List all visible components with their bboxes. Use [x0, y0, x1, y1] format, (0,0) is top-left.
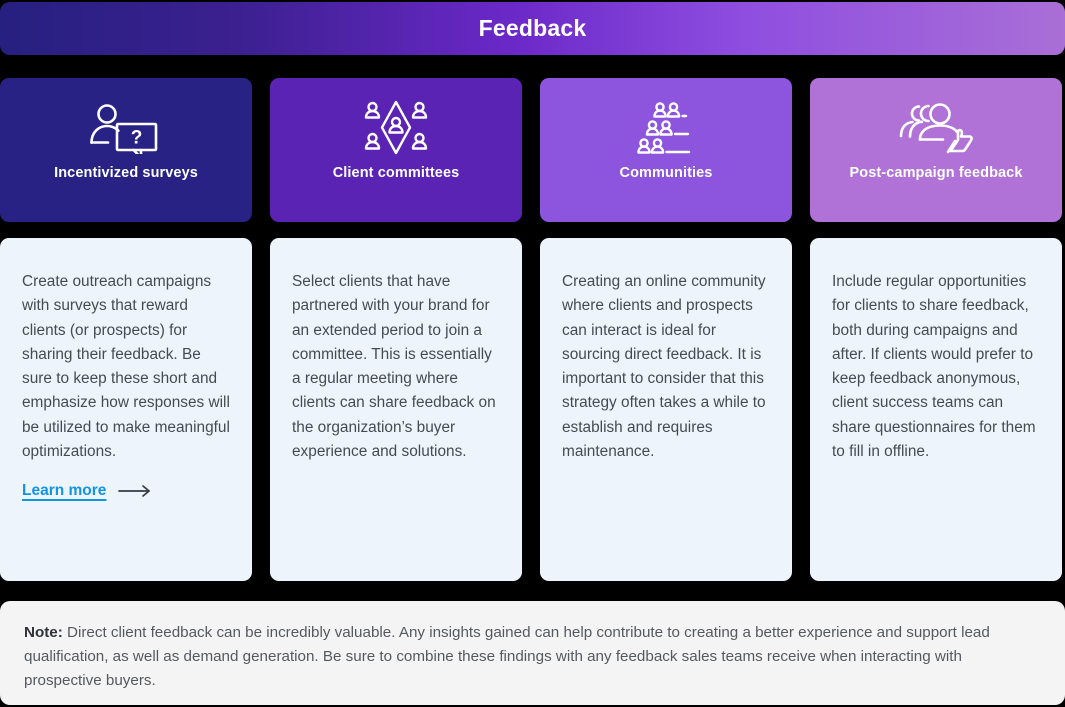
header-banner: Feedback	[0, 2, 1065, 55]
card-title: Client committees	[332, 165, 460, 181]
note-label: Note:	[24, 624, 63, 641]
card-description: Creating an online community where clien…	[562, 273, 766, 461]
svg-text:?: ?	[131, 128, 143, 149]
learn-more-link[interactable]: Learn more	[22, 482, 107, 500]
card-head-post-campaign-feedback[interactable]: Post-campaign feedback	[810, 78, 1062, 222]
note-text: Note: Direct client feedback can be incr…	[24, 621, 1041, 693]
arrow-right-icon	[118, 484, 152, 498]
card-body-client-committees: Select clients that have partnered with …	[270, 238, 522, 581]
learn-more-row[interactable]: Learn more	[22, 482, 230, 500]
card-head-client-committees[interactable]: Client committees	[270, 78, 522, 222]
card-description: Include regular opportunities for client…	[832, 273, 1036, 461]
page-title: Feedback	[478, 15, 587, 41]
card-title: Incentivized surveys	[54, 165, 198, 181]
card-column-client-committees: Client committees Select clients that ha…	[270, 78, 522, 581]
note-box: Note: Direct client feedback can be incr…	[0, 601, 1065, 705]
card-head-communities[interactable]: Communities	[540, 78, 792, 222]
card-description: Select clients that have partnered with …	[292, 273, 496, 461]
community-people-rows-icon	[633, 100, 699, 156]
card-title: Communities	[619, 165, 713, 181]
card-title: Post-campaign feedback	[849, 165, 1023, 181]
card-body-post-campaign-feedback: Include regular opportunities for client…	[810, 238, 1062, 581]
card-column-post-campaign-feedback: Post-campaign feedback Include regular o…	[810, 78, 1062, 581]
card-column-communities: Communities Creating an online community…	[540, 78, 792, 581]
card-description: Create outreach campaigns with surveys t…	[22, 273, 230, 461]
card-column-incentivized-surveys: ? Incentivized surveys Create outreach c…	[0, 78, 252, 581]
card-head-incentivized-surveys[interactable]: ? Incentivized surveys	[0, 78, 252, 222]
person-question-bubble-icon: ?	[86, 100, 166, 156]
cards-row: ? Incentivized surveys Create outreach c…	[0, 78, 1065, 581]
committee-diamond-people-icon	[363, 100, 429, 156]
note-body: Direct client feedback can be incredibly…	[24, 624, 990, 689]
card-body-incentivized-surveys: Create outreach campaigns with surveys t…	[0, 238, 252, 581]
group-thumbs-up-icon	[896, 100, 976, 156]
card-body-communities: Creating an online community where clien…	[540, 238, 792, 581]
